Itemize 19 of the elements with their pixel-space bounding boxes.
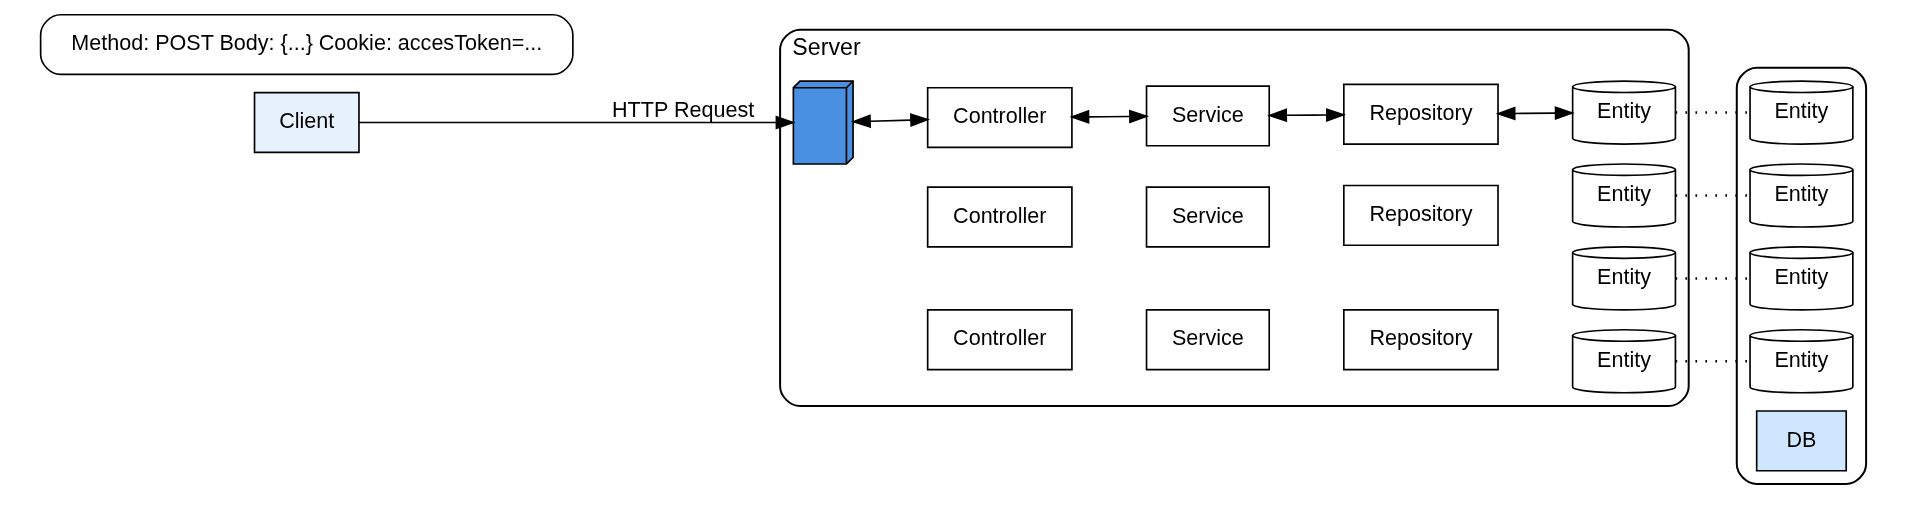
edge-label: HTTP Request xyxy=(612,96,755,122)
node-box: Client xyxy=(253,91,360,154)
node-box: Repository xyxy=(1343,309,1499,371)
arrow xyxy=(851,113,931,129)
arrow xyxy=(1495,106,1575,121)
cluster xyxy=(1735,66,1868,485)
node-box: Controller xyxy=(926,309,1073,371)
node-box: Service xyxy=(1145,309,1271,371)
node-box: DB xyxy=(1755,410,1848,472)
node-box: Service xyxy=(1145,85,1271,147)
node-box: Service xyxy=(1145,186,1271,248)
node-box: Controller xyxy=(926,86,1073,149)
node-box: Controller xyxy=(926,186,1073,248)
arrow xyxy=(1069,109,1150,124)
arrow xyxy=(1267,108,1346,123)
node-box: Repository xyxy=(1343,83,1499,145)
node-box: Method: POST Body: {...} Cookie: accesToken=... xyxy=(39,13,574,76)
node-box: Repository xyxy=(1343,184,1499,247)
arrow xyxy=(358,115,796,130)
